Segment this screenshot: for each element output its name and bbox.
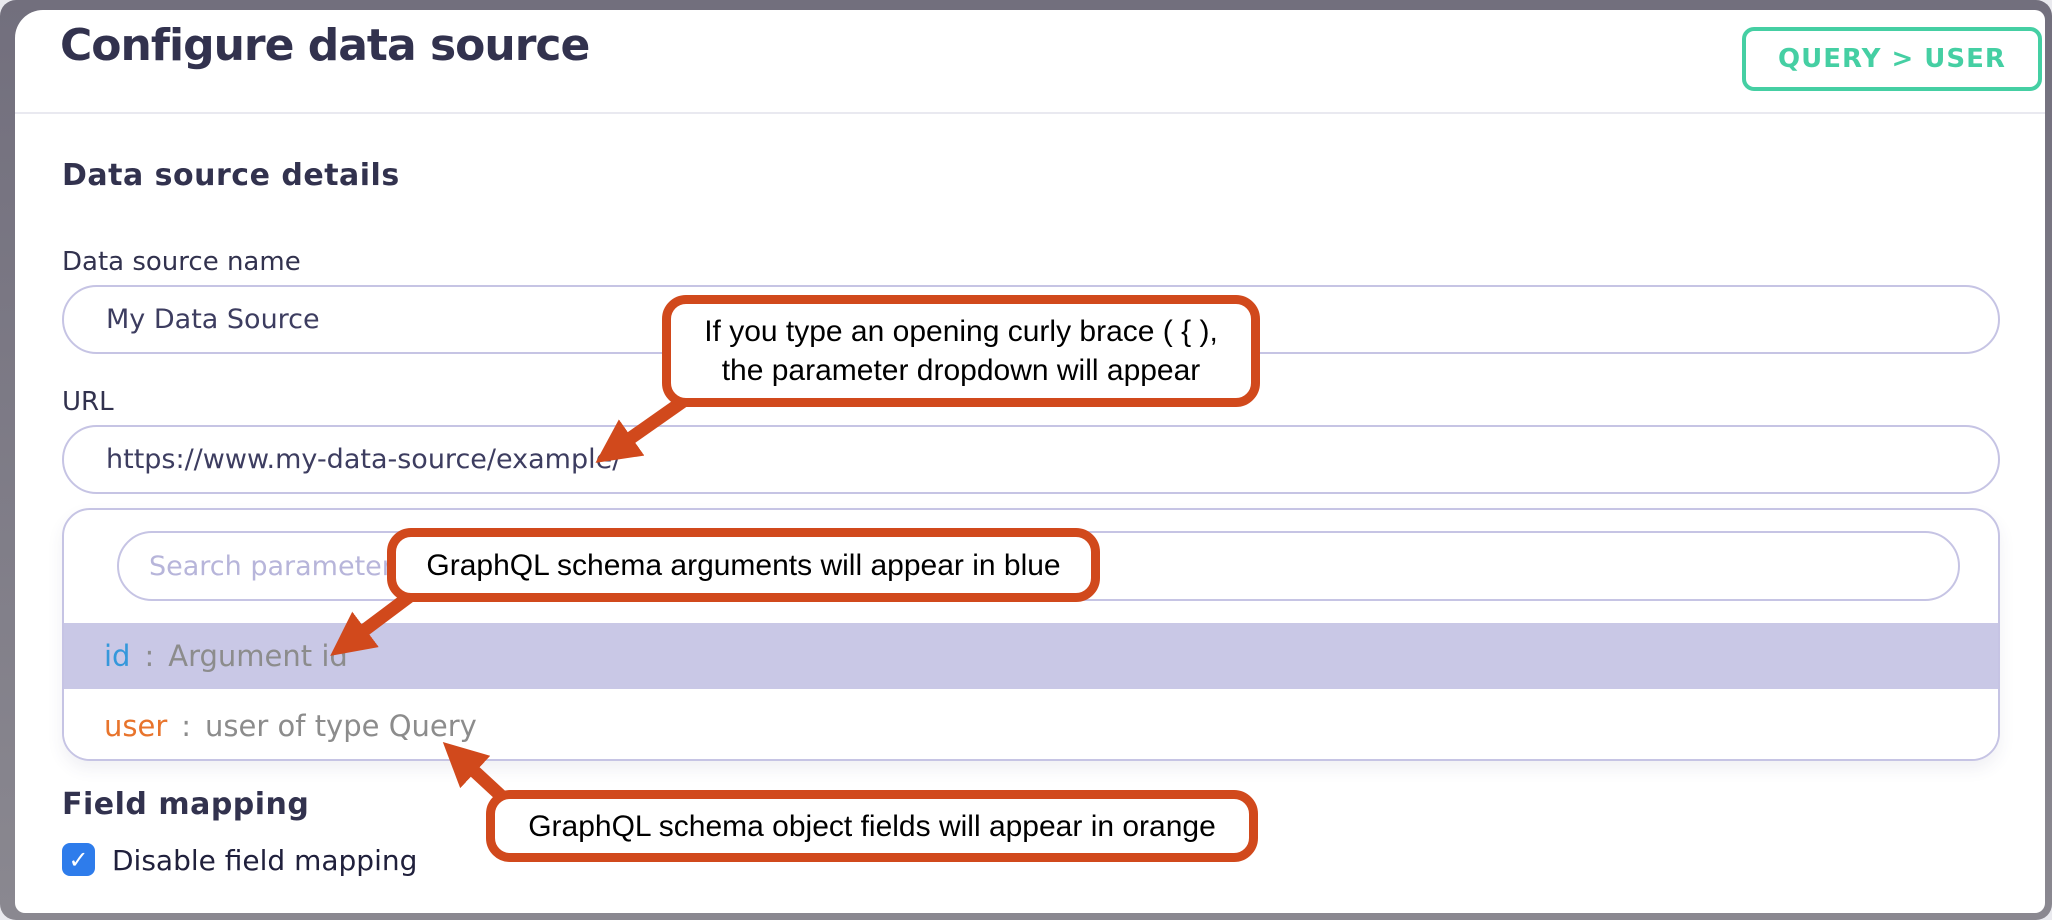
dropdown-item-user-description: user of type Query <box>205 709 477 743</box>
checkmark-icon: ✓ <box>68 845 89 874</box>
disable-field-mapping-checkbox[interactable]: ✓ <box>62 843 95 876</box>
dropdown-item-id-colon: : <box>144 639 155 673</box>
dropdown-item-id[interactable]: id : Argument id <box>64 623 1998 689</box>
field-mapping-heading: Field mapping <box>62 787 310 822</box>
annotation-curly-brace-line1: If you type an opening curly brace ( { )… <box>704 315 1218 348</box>
dropdown-item-user-colon: : <box>181 709 192 743</box>
annotation-fields-orange: GraphQL schema object fields will appear… <box>486 790 1258 862</box>
dropdown-item-id-name: id <box>104 639 131 673</box>
query-type-badge[interactable]: QUERY > USER <box>1742 27 2042 91</box>
header-divider <box>15 112 2045 114</box>
details-section-heading: Data source details <box>62 158 400 193</box>
dropdown-item-user-name: user <box>104 709 168 743</box>
disable-field-mapping-label[interactable]: Disable field mapping <box>112 844 418 877</box>
url-label: URL <box>62 387 114 417</box>
data-source-name-label: Data source name <box>62 247 301 277</box>
annotation-curly-brace-line2: the parameter dropdown will appear <box>721 354 1201 387</box>
dropdown-item-id-description: Argument id <box>168 639 348 673</box>
url-input[interactable] <box>62 425 2000 494</box>
page-title: Configure data source <box>60 20 590 71</box>
annotation-arguments-blue: GraphQL schema arguments will appear in … <box>387 528 1100 602</box>
annotation-curly-brace: If you type an opening curly brace ( { )… <box>662 295 1260 407</box>
dropdown-item-user[interactable]: user : user of type Query <box>64 689 1998 759</box>
